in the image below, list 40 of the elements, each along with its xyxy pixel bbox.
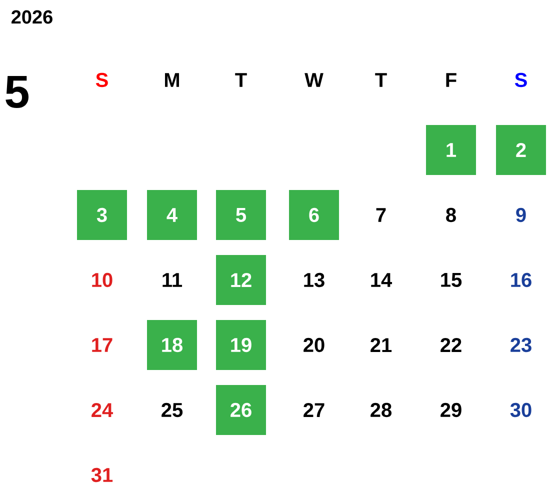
- highlighted-day: 12: [216, 255, 266, 305]
- day-number: 16: [511, 272, 532, 288]
- day-number: 8: [446, 208, 456, 222]
- highlighted-day: 18: [147, 320, 197, 370]
- day-number: 31: [91, 468, 113, 482]
- day-number: 20: [304, 338, 324, 352]
- highlighted-day: 1: [426, 125, 476, 175]
- highlighted-day: 4: [147, 190, 197, 240]
- day-number: 24: [92, 403, 113, 417]
- day-number: 30: [510, 402, 532, 418]
- weekday-label: T: [375, 73, 387, 87]
- day-number: 22: [440, 338, 462, 352]
- year-heading: 2026: [12, 10, 52, 24]
- day-number: 27: [304, 403, 324, 417]
- day-number: 10: [92, 272, 112, 288]
- highlighted-day: 2: [496, 125, 546, 175]
- weekday-label: M: [165, 73, 179, 87]
- highlighted-day: 19: [216, 320, 266, 370]
- day-number: 13: [304, 272, 324, 288]
- day-number: 7: [376, 208, 386, 222]
- weekday-label: T: [235, 73, 247, 87]
- weekday-label: F: [446, 73, 456, 87]
- highlighted-day: 3: [77, 190, 127, 240]
- day-number: 11: [162, 273, 182, 287]
- highlighted-day: 6: [289, 190, 339, 240]
- weekday-label: S: [96, 72, 108, 88]
- highlighted-day: 26: [216, 385, 266, 435]
- weekday-label: W: [304, 73, 324, 87]
- month-number: 5: [6, 76, 29, 108]
- day-number: 15: [441, 273, 462, 287]
- highlighted-day: 5: [216, 190, 266, 240]
- day-number: 17: [92, 338, 112, 352]
- day-number: 25: [162, 402, 183, 418]
- day-number: 9: [516, 208, 526, 222]
- day-number: 14: [371, 273, 392, 287]
- day-number: 23: [510, 338, 532, 352]
- day-number: 28: [370, 402, 392, 418]
- weekday-label: S: [514, 72, 527, 88]
- day-number: 21: [370, 338, 392, 352]
- day-number: 29: [440, 402, 462, 418]
